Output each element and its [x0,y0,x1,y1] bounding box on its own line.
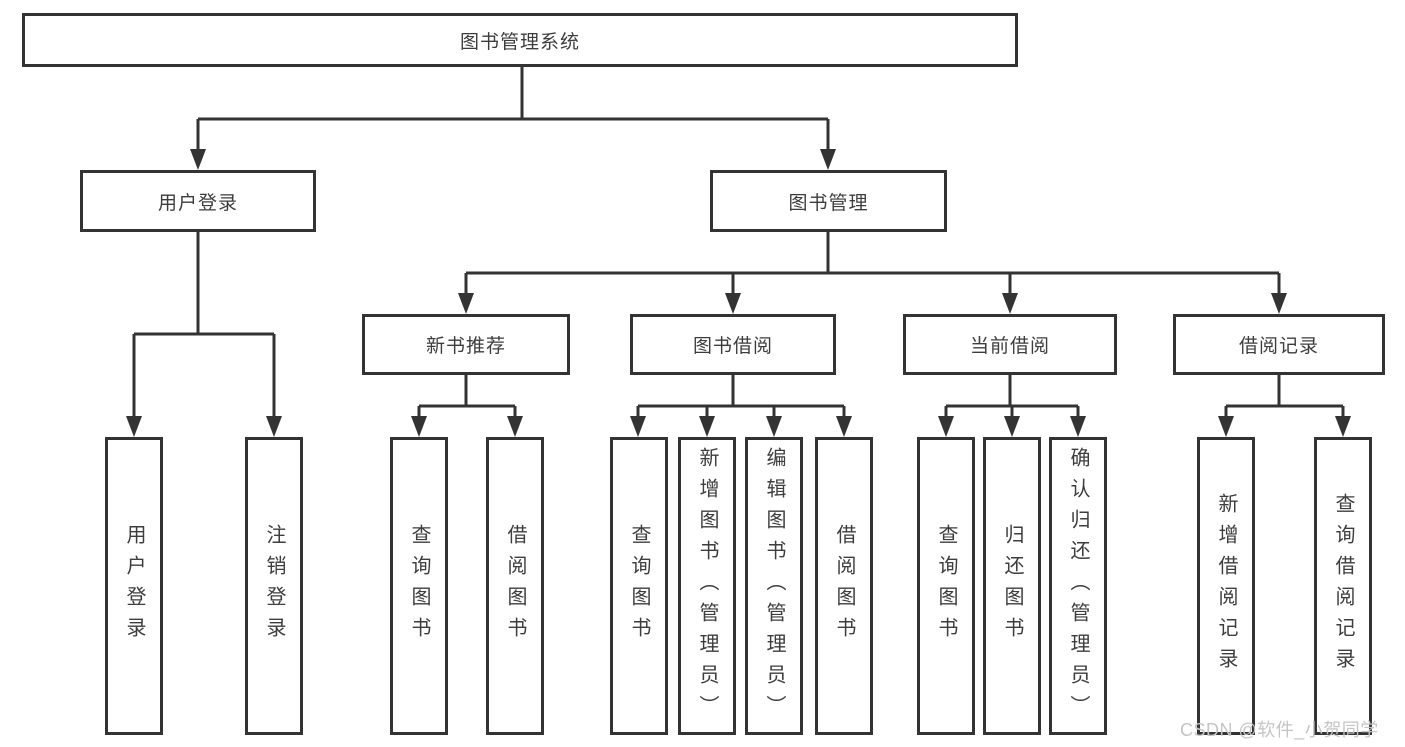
leaf-query-books-recommend: 查询图书 [390,437,448,735]
leaf-logout-login: 注销登录 [245,437,303,735]
node-borrowing-records: 借阅记录 [1173,314,1385,375]
connector-root [196,67,830,152]
node-book-borrowing: 图书借阅 [630,314,836,375]
leaf-query-books-current: 查询图书 [917,437,975,735]
leaf-query-books-borrowing: 查询图书 [610,437,668,735]
connector-book-borrowing [636,375,846,420]
leaf-return-books: 归还图书 [983,437,1041,735]
leaf-add-books-admin: 新增图书（管理员） [678,437,736,735]
arrowheads [126,149,1351,437]
node-root-system: 图书管理系统 [22,13,1018,67]
node-current-borrowing: 当前借阅 [903,314,1117,375]
leaf-query-borrow-record: 查询借阅记录 [1314,437,1372,735]
leaf-edit-books-admin: 编辑图书（管理员） [745,437,803,735]
leaf-borrow-books-borrowing: 借阅图书 [815,437,873,735]
connector-current-borrowing [944,375,1080,420]
node-new-book-recommend: 新书推荐 [362,314,570,375]
connector-book-management [464,232,1281,296]
connector-new-book-recommend [417,375,517,420]
connector-borrowing-records [1224,375,1345,420]
leaf-add-borrow-record: 新增借阅记录 [1197,437,1255,735]
leaf-borrow-books-recommend: 借阅图书 [486,437,544,735]
leaf-user-login: 用户登录 [105,437,163,735]
csdn-watermark: CSDN @软件_小贺同学 [1180,720,1379,740]
node-user-login: 用户登录 [80,170,316,232]
leaf-confirm-return-admin: 确认归还（管理员） [1049,437,1107,735]
node-book-management: 图书管理 [710,170,947,232]
connector-user-login [132,232,276,420]
